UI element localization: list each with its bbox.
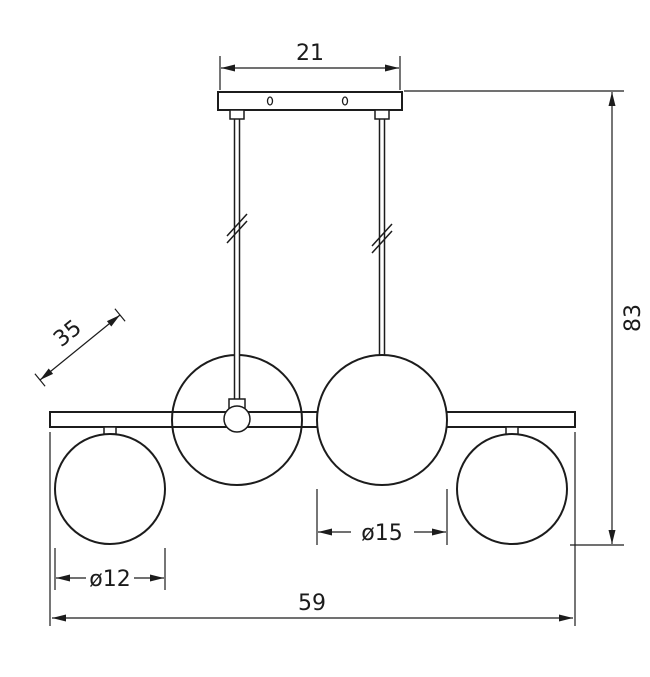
dimension-arrowheads xyxy=(40,64,616,622)
dim-label-large-globe-diameter: ø15 xyxy=(361,521,402,546)
arrow-o15-left xyxy=(318,528,332,536)
dim-label-overall-height: 83 xyxy=(621,304,646,332)
screw-slot-right xyxy=(341,96,349,106)
arrow-83-up xyxy=(608,92,616,106)
arrow-21-right xyxy=(385,64,399,72)
rod-right-break-mark xyxy=(371,223,393,247)
ceiling-plate xyxy=(217,91,403,111)
dim-label-overall-width: 59 xyxy=(298,591,326,616)
horizontal-bar xyxy=(49,411,576,428)
rod-right-break-mark xyxy=(371,230,393,254)
rod-right-top-nut xyxy=(374,109,390,120)
arrow-35-top xyxy=(106,315,120,327)
arrow-o12-right xyxy=(150,574,164,582)
lamp-geometry xyxy=(49,91,576,545)
dim-35-line xyxy=(39,314,121,381)
globe-large-right xyxy=(316,354,448,486)
arrow-o12-left xyxy=(56,574,70,582)
rod-left-bar-joint xyxy=(223,405,251,433)
dim-label-small-globe-diameter: ø12 xyxy=(89,567,130,592)
rod-left-break-mark xyxy=(226,213,248,237)
arrow-83-down xyxy=(608,530,616,544)
screw-slot-left xyxy=(266,96,274,106)
globe-small-right xyxy=(456,433,568,545)
arrow-21-left xyxy=(221,64,235,72)
rod-left xyxy=(233,109,241,413)
globe-small-left xyxy=(54,433,166,545)
arrow-59-right xyxy=(559,614,573,622)
arrow-35-bottom xyxy=(40,368,54,380)
dim-label-ceiling-width: 21 xyxy=(296,41,324,66)
rod-left-break-mark xyxy=(226,220,248,244)
rod-left-top-nut xyxy=(229,109,245,120)
arrow-o15-right xyxy=(432,528,446,536)
arrow-59-left xyxy=(52,614,66,622)
